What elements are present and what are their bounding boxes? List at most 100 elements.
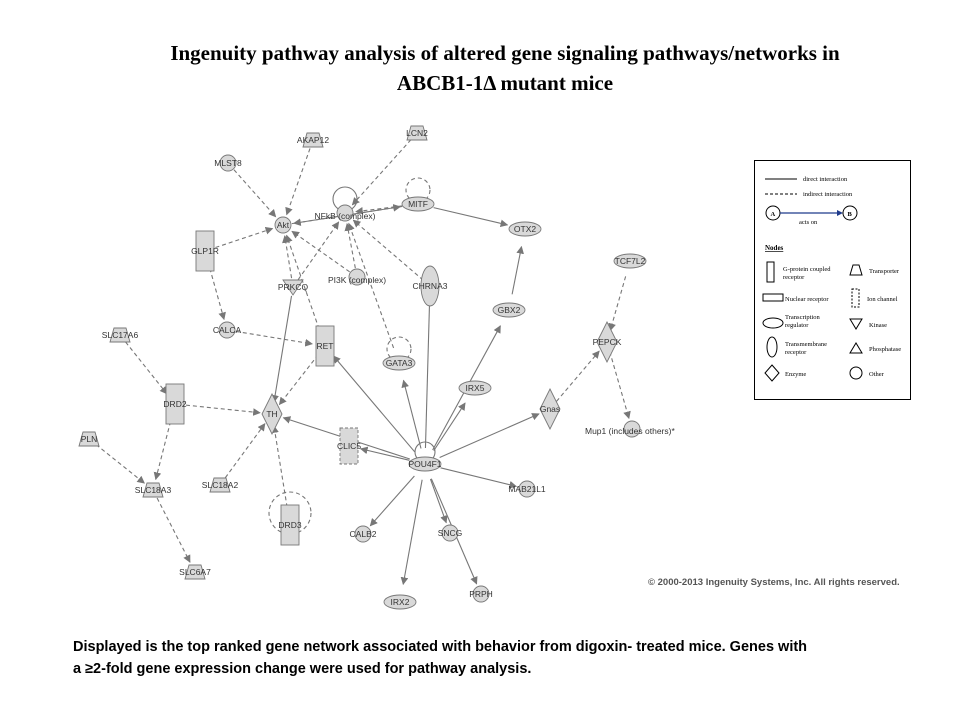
legend-kinase-icon — [849, 318, 863, 330]
node-mab21l1[interactable]: MAB21L1 — [508, 480, 546, 498]
node-irx5[interactable]: IRX5 — [458, 380, 492, 396]
node-shape-akap12 — [302, 132, 324, 148]
node-calca[interactable]: CALCA — [213, 321, 242, 339]
node-label-mlst8: MLST8 — [214, 158, 242, 168]
node-shape-drd3 — [280, 504, 300, 546]
node-shape-pepck — [596, 320, 618, 364]
node-calb2[interactable]: CALB2 — [350, 525, 377, 543]
node-shape-mlst8 — [219, 154, 237, 172]
edge-GLP1R-Akt — [215, 227, 274, 249]
edge-LCN2-NFkB — [351, 139, 412, 206]
node-glp1r[interactable]: GLP1R — [191, 230, 219, 272]
edge-POU4F1-CALB2 — [369, 475, 415, 527]
node-shape-calca — [218, 321, 236, 339]
edge-GATA3-NFkB — [347, 222, 395, 349]
node-th[interactable]: TH — [261, 392, 283, 436]
legend-direct-label: direct interaction — [803, 176, 848, 183]
node-slc17a6[interactable]: SLC17A6 — [102, 327, 139, 343]
page-title: Ingenuity pathway analysis of altered ge… — [60, 38, 950, 98]
legend-nodes-heading: Nodes — [765, 244, 784, 252]
node-label-pi3k: PI3K (complex) — [328, 275, 386, 285]
node-gnas[interactable]: Gnas — [539, 387, 561, 431]
title-line-1: Ingenuity pathway analysis of altered ge… — [170, 41, 840, 65]
node-shape-gbx2 — [492, 302, 526, 318]
legend-transporter-label: Transporter — [869, 268, 900, 275]
node-otx2[interactable]: OTX2 — [508, 221, 542, 237]
node-pi3k[interactable]: PI3K (complex) — [328, 268, 386, 286]
node-mitf[interactable]: MITF — [401, 196, 435, 212]
node-gata3[interactable]: GATA3 — [382, 355, 416, 371]
edge-Gnas-PEPCK — [556, 350, 600, 402]
node-label-drd3: DRD3 — [278, 520, 301, 530]
node-label-glp1r: GLP1R — [191, 246, 219, 256]
node-shape-otx2 — [508, 221, 542, 237]
edge-PI3K-Akt — [291, 230, 350, 273]
node-label-mitf: MITF — [408, 199, 428, 209]
node-lcn2[interactable]: LCN2 — [406, 125, 428, 141]
node-pln[interactable]: PLN — [78, 431, 100, 447]
node-clic5[interactable]: CLIC5 — [337, 427, 361, 465]
legend-tm-label-2: receptor — [785, 349, 807, 356]
edge-POU4F1-Gnas — [439, 413, 540, 459]
node-shape-clic5 — [339, 427, 359, 465]
node-slc6a7[interactable]: SLC6A7 — [179, 564, 211, 580]
edge-TCF7L2-PEPCK — [608, 276, 627, 332]
node-shape-slc18a3 — [142, 482, 164, 498]
node-prkcq[interactable]: PRKCQ — [278, 279, 309, 296]
node-shape-slc17a6 — [109, 327, 131, 343]
node-mlst8[interactable]: MLST8 — [214, 154, 242, 172]
node-shape-glp1r — [195, 230, 215, 272]
node-label-lcn2: LCN2 — [406, 128, 428, 138]
figure-caption: Displayed is the top ranked gene network… — [73, 636, 923, 680]
node-slc18a2[interactable]: SLC18A2 — [202, 477, 239, 493]
edge-PI3K-NFkB — [344, 223, 356, 269]
edge-MLST8-Akt — [233, 169, 277, 218]
legend-tr-label-1: Transcription — [785, 314, 821, 321]
legend-transmembrane-icon — [766, 336, 778, 358]
copyright-notice: © 2000-2013 Ingenuity Systems, Inc. All … — [648, 577, 900, 588]
node-label-slc18a3: SLC18A3 — [135, 485, 172, 495]
node-label-tcf7l2: TCF7L2 — [615, 256, 646, 266]
legend-graphic: direct interaction indirect interaction … — [762, 176, 901, 382]
legend-tm-label-1: Transmembrane — [785, 341, 827, 348]
node-drd3[interactable]: DRD3 — [278, 504, 302, 546]
legend-acts-on-label: acts on — [799, 219, 818, 226]
node-sncg[interactable]: SNCG — [438, 524, 463, 542]
caption-line-1: Displayed is the top ranked gene network… — [73, 639, 808, 655]
edge-PLN-SLC18A3 — [95, 444, 145, 484]
node-shape-mitf — [401, 196, 435, 212]
node-mup1[interactable]: Mup1 (includes others)* — [585, 420, 675, 438]
self-loop-GATA3 — [386, 336, 412, 362]
node-label-slc18a2: SLC18A2 — [202, 480, 239, 490]
node-gbx2[interactable]: GBX2 — [492, 302, 526, 318]
node-akap12[interactable]: AKAP12 — [297, 132, 329, 148]
node-tcf7l2[interactable]: TCF7L2 — [613, 253, 647, 269]
node-chrna3[interactable]: CHRNA3 — [413, 265, 448, 307]
node-shape-gata3 — [382, 355, 416, 371]
node-nfkb[interactable]: NFkB (complex) — [315, 204, 376, 222]
node-shape-calb2 — [354, 525, 372, 543]
edge-POU4F1-MAB21L1 — [440, 467, 518, 489]
node-shape-akt — [274, 216, 292, 234]
node-shape-prph — [472, 585, 490, 603]
node-shape-pi3k — [348, 268, 366, 286]
node-prph[interactable]: PRPH — [469, 585, 493, 603]
node-pepck[interactable]: PEPCK — [593, 320, 622, 364]
edge-RET-Akt — [285, 234, 322, 336]
node-shape-ret — [315, 325, 335, 367]
node-shape-irx5 — [458, 380, 492, 396]
legend-node-a: A — [771, 211, 776, 218]
node-drd2[interactable]: DRD2 — [163, 383, 187, 425]
node-shape-slc18a2 — [209, 477, 231, 493]
node-label-ret: RET — [317, 341, 334, 351]
node-akt[interactable]: Akt — [274, 216, 292, 234]
node-shape-slc6a7 — [184, 564, 206, 580]
node-label-akap12: AKAP12 — [297, 135, 329, 145]
node-pou4f1[interactable]: POU4F1 — [408, 456, 442, 472]
node-slc18a3[interactable]: SLC18A3 — [135, 482, 172, 498]
edge-POU4F1-CLIC5 — [359, 446, 410, 461]
legend-enzyme-label: Enzyme — [785, 371, 806, 378]
node-irx2[interactable]: IRX2 — [383, 594, 417, 610]
node-ret[interactable]: RET — [315, 325, 335, 367]
legend-ion-channel-icon — [851, 288, 860, 308]
